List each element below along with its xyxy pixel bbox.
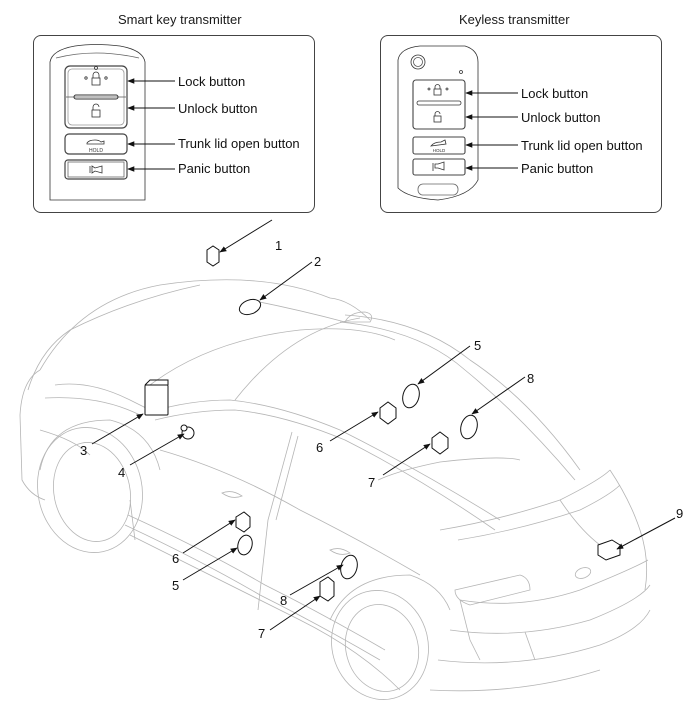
keyless-panic-label: Panic button bbox=[521, 161, 594, 176]
smart-key-unlock-label: Unlock button bbox=[178, 101, 258, 116]
callout-numbers: 1 2 3 4 5 6 7 8 6 5 8 7 9 bbox=[80, 238, 683, 641]
keyless-leader-lines bbox=[465, 90, 518, 171]
keyless-lock-label: Lock button bbox=[521, 86, 589, 101]
callout-3: 3 bbox=[80, 443, 87, 458]
component-3-control-module bbox=[144, 384, 169, 416]
callout-8-rear: 8 bbox=[280, 593, 287, 608]
callout-6-door: 6 bbox=[172, 551, 179, 566]
callout-7-roof: 7 bbox=[368, 475, 375, 490]
keyless-lock-unlock-pad bbox=[412, 79, 466, 130]
callout-5-door: 5 bbox=[172, 578, 179, 593]
component-8-handle-sensor-roof bbox=[460, 414, 478, 440]
keyless-panic-button bbox=[412, 158, 466, 176]
callout-9: 9 bbox=[676, 506, 683, 521]
unlock-icon bbox=[91, 103, 101, 118]
smart-key-panic-button bbox=[64, 159, 128, 180]
trunk-car-icon bbox=[86, 139, 105, 145]
callout-2: 2 bbox=[314, 254, 321, 269]
callout-7-rear: 7 bbox=[258, 626, 265, 641]
keyless-fob: HOLD bbox=[397, 45, 479, 201]
smart-key-lock-label: Lock button bbox=[178, 74, 246, 89]
component-7-antenna-roof bbox=[431, 431, 449, 455]
car-outline bbox=[19, 279, 651, 700]
lock-icon bbox=[427, 84, 449, 96]
component-9-trunk-antenna bbox=[597, 539, 621, 561]
trunk-car-icon bbox=[430, 139, 447, 147]
keyless-trunk-label: Trunk lid open button bbox=[521, 138, 643, 153]
callout-6-roof: 6 bbox=[316, 440, 323, 455]
smart-key-hold-text: HOLD bbox=[89, 148, 103, 154]
fob-release-button-icon bbox=[410, 54, 426, 70]
unlock-icon bbox=[433, 111, 442, 123]
keyless-title: Keyless transmitter bbox=[459, 12, 570, 27]
component-6-antenna-door bbox=[235, 511, 251, 533]
component-1-antenna bbox=[206, 245, 220, 267]
smart-key-fob: HOLD bbox=[49, 44, 146, 201]
component-7-antenna-rear bbox=[319, 576, 335, 602]
callout-4: 4 bbox=[118, 465, 125, 480]
callout-8-roof: 8 bbox=[527, 371, 534, 386]
smart-key-trunk-label: Trunk lid open button bbox=[178, 136, 300, 151]
car-components bbox=[144, 245, 621, 602]
callout-1: 1 bbox=[275, 238, 282, 253]
component-2-antenna bbox=[238, 298, 262, 316]
callout-leaders bbox=[91, 219, 676, 631]
keyless-trunk-button bbox=[412, 136, 466, 155]
smart-key-panic-label: Panic button bbox=[178, 161, 251, 176]
keyless-hold-text: HOLD bbox=[433, 148, 446, 153]
horn-icon bbox=[89, 165, 103, 174]
front-wheel bbox=[37, 427, 143, 553]
component-5-handle-sensor-roof bbox=[402, 383, 420, 409]
component-5-handle-sensor-door bbox=[237, 534, 253, 556]
smart-key-title: Smart key transmitter bbox=[118, 12, 242, 27]
component-4-switch bbox=[180, 424, 195, 440]
component-6-antenna-roof bbox=[379, 401, 397, 425]
horn-icon bbox=[432, 161, 445, 171]
lock-icon bbox=[84, 66, 108, 86]
component-8-handle-sensor-rear bbox=[340, 554, 358, 580]
smart-key-leader-lines bbox=[127, 78, 175, 172]
callout-5-roof: 5 bbox=[474, 338, 481, 353]
rear-wheel bbox=[331, 590, 429, 700]
keyless-unlock-label: Unlock button bbox=[521, 110, 601, 125]
